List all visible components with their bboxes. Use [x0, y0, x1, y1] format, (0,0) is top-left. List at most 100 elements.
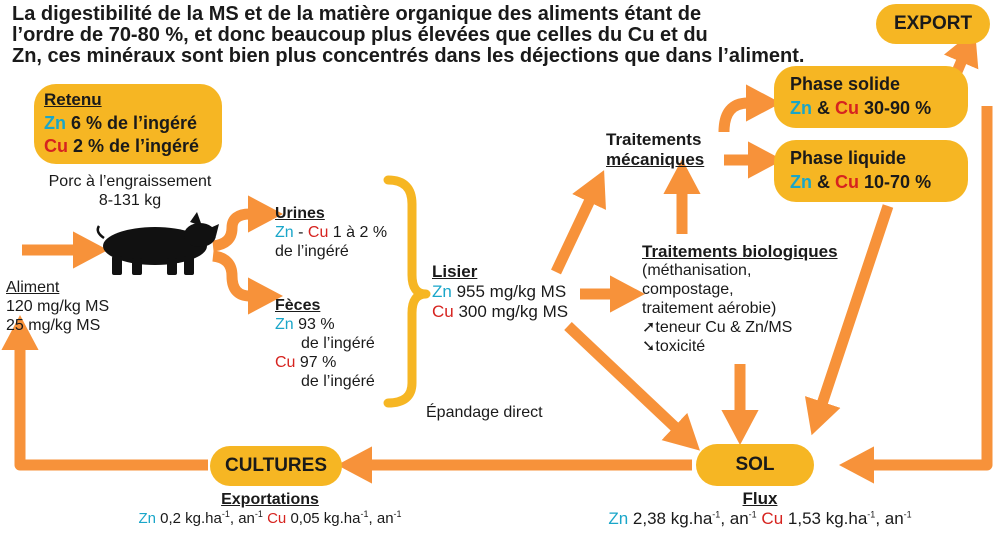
phase-solide-title: Phase solide — [790, 74, 901, 94]
amp: & — [812, 98, 836, 118]
traitements-mecaniques: Traitements mécaniques — [606, 130, 704, 170]
intro-line-3: Zn, ces minéraux sont bien plus concentr… — [12, 45, 805, 67]
exponent: -1 — [254, 509, 263, 519]
lisier-cu-value: 300 mg/kg MS — [458, 302, 569, 321]
porc-line-1: Porc à l’engraissement — [48, 173, 212, 190]
brace-icon — [383, 175, 431, 408]
phase-solide-box: Phase solide Zn & Cu 30-90 % — [774, 66, 968, 128]
zn-symbol: Zn — [44, 113, 66, 133]
zn-symbol: Zn — [138, 510, 156, 527]
zn-symbol: Zn — [790, 172, 812, 192]
arrow-export-to-sol — [839, 106, 993, 484]
aliment-block: Aliment 120 mg/kg MS 25 mg/kg MS — [6, 278, 109, 335]
zn-symbol: Zn — [432, 282, 452, 301]
exportations-title: Exportations — [221, 491, 319, 508]
arrow-lisier-to-mecanique — [551, 170, 606, 275]
bio-increase-text: teneur Cu & Zn/MS — [655, 319, 793, 336]
bio-line-3: traitement aérobie) — [642, 300, 777, 317]
export-label: EXPORT — [893, 13, 973, 34]
feces-zn-line-2: de l’ingéré — [301, 335, 375, 352]
feces-cu-line-2: de l’ingéré — [301, 373, 375, 390]
arrow-pig-to-urines — [212, 195, 283, 252]
arrow-cultures-to-aliment — [1, 315, 208, 471]
phase-liquide-box: Phase liquide Zn & Cu 10-70 % — [774, 140, 968, 202]
cultures-label: CULTURES — [224, 455, 328, 476]
unit-text: , an — [229, 510, 255, 527]
exportations-block: Exportations Zn 0,2 kg.ha-1, an-1 Cu 0,0… — [110, 491, 430, 527]
phase-solide-values: Zn & Cu 30-90 % — [790, 96, 931, 120]
aliment-zn-value: 120 mg/kg MS — [6, 298, 110, 315]
sol-box: SOL — [696, 444, 814, 486]
feces-cu-value: 97 % — [299, 354, 337, 371]
unit-text: , an — [720, 509, 749, 528]
lisier-zn-value: 955 mg/kg MS — [456, 282, 567, 301]
bio-decrease-line: ➘toxicité — [642, 337, 892, 356]
zn-symbol: Zn — [608, 509, 629, 528]
exportations-cu-value: 0,05 kg.ha — [290, 510, 361, 527]
bio-decrease-text: toxicité — [655, 338, 706, 355]
feces-zn-value: 93 % — [298, 316, 335, 333]
arrow-down-right-icon: ➘ — [642, 338, 656, 355]
exponent: -1 — [393, 509, 402, 519]
unit-text: , an — [368, 510, 394, 527]
flux-zn-value: 2,38 kg.ha — [632, 509, 713, 528]
cu-symbol: Cu — [44, 136, 68, 156]
flux-values: Zn 2,38 kg.ha-1, an-1 Cu 1,53 kg.ha-1, a… — [570, 509, 950, 529]
feces-block: Fèces Zn 93 % de l’ingéré Cu 97 % de l’i… — [275, 296, 405, 391]
urines-line-2: de l’ingéré — [275, 243, 349, 260]
exportations-zn-value: 0,2 kg.ha — [160, 510, 222, 527]
phase-liquide-values: Zn & Cu 10-70 % — [790, 170, 931, 194]
arrow-pig-to-feces — [212, 250, 283, 315]
porc-line-2: 8-131 kg — [98, 192, 162, 209]
lisier-block: Lisier Zn 955 mg/kg MS Cu 300 mg/kg MS — [432, 262, 592, 322]
bio-line-1: (méthanisation, — [642, 262, 752, 279]
retenu-box: Retenu Zn 6 % de l’ingéré Cu 2 % de l’in… — [34, 84, 222, 164]
aliment-cu-value: 25 mg/kg MS — [6, 317, 101, 334]
arrow-mecanique-to-solide — [718, 84, 781, 133]
feces-zn-line: Zn 93 % — [275, 315, 405, 334]
lisier-zn-line: Zn 955 mg/kg MS — [432, 282, 592, 302]
exportations-values: Zn 0,2 kg.ha-1, an-1 Cu 0,05 kg.ha-1, an… — [110, 509, 430, 527]
exponent: -1 — [867, 509, 876, 520]
intro-line-2: l’ordre de 70-80 %, et donc beaucoup plu… — [12, 24, 708, 46]
lisier-title: Lisier — [432, 262, 478, 281]
arrow-epandage-to-sol — [564, 322, 700, 451]
export-box: EXPORT — [876, 4, 990, 44]
exponent: -1 — [903, 509, 912, 520]
exponent: -1 — [712, 509, 721, 520]
arrow-up-right-icon: ➚ — [642, 319, 656, 336]
urines-value: 1 à 2 % — [332, 224, 388, 241]
traitements-biologiques-title: Traitements biologiques — [642, 242, 838, 261]
retenu-cu-line: Cu 2 % de l’ingéré — [44, 135, 199, 158]
epandage-label: Épandage direct — [426, 404, 543, 421]
feces-title: Fèces — [275, 297, 321, 314]
urines-line-1: Zn - Cu 1 à 2 % — [275, 223, 405, 242]
exponent: -1 — [360, 509, 369, 519]
sol-label: SOL — [735, 454, 775, 475]
bio-line-2: compostage, — [642, 281, 734, 298]
zn-symbol: Zn — [275, 316, 294, 333]
traitements-mecaniques-line-2: mécaniques — [606, 150, 705, 169]
intro-line-1: La digestibilité de la MS et de la matiè… — [12, 3, 702, 25]
traitements-biologiques: Traitements biologiques (méthanisation, … — [642, 242, 892, 356]
cu-symbol: Cu — [835, 98, 860, 118]
flux-block: Flux Zn 2,38 kg.ha-1, an-1 Cu 1,53 kg.ha… — [570, 489, 950, 529]
retenu-zn-value: 6 % de l’ingéré — [71, 113, 198, 133]
phase-liquide-value: 10-70 % — [864, 172, 932, 192]
porc-label: Porc à l’engraissement 8-131 kg — [30, 172, 230, 210]
urines-title: Urines — [275, 205, 325, 222]
cu-symbol: Cu — [307, 224, 329, 241]
urines-block: Urines Zn - Cu 1 à 2 % de l’ingéré — [275, 204, 405, 261]
phase-liquide-title: Phase liquide — [790, 148, 907, 168]
traitements-mecaniques-line-1: Traitements — [606, 130, 702, 149]
zn-symbol: Zn — [790, 98, 812, 118]
retenu-title: Retenu — [44, 90, 102, 109]
lisier-cu-line: Cu 300 mg/kg MS — [432, 302, 592, 322]
unit-text: , an — [875, 509, 904, 528]
retenu-cu-value: 2 % de l’ingéré — [73, 136, 200, 156]
cultures-box: CULTURES — [210, 446, 342, 486]
amp: & — [812, 172, 836, 192]
aliment-title: Aliment — [6, 279, 60, 296]
pig-icon — [96, 212, 219, 275]
